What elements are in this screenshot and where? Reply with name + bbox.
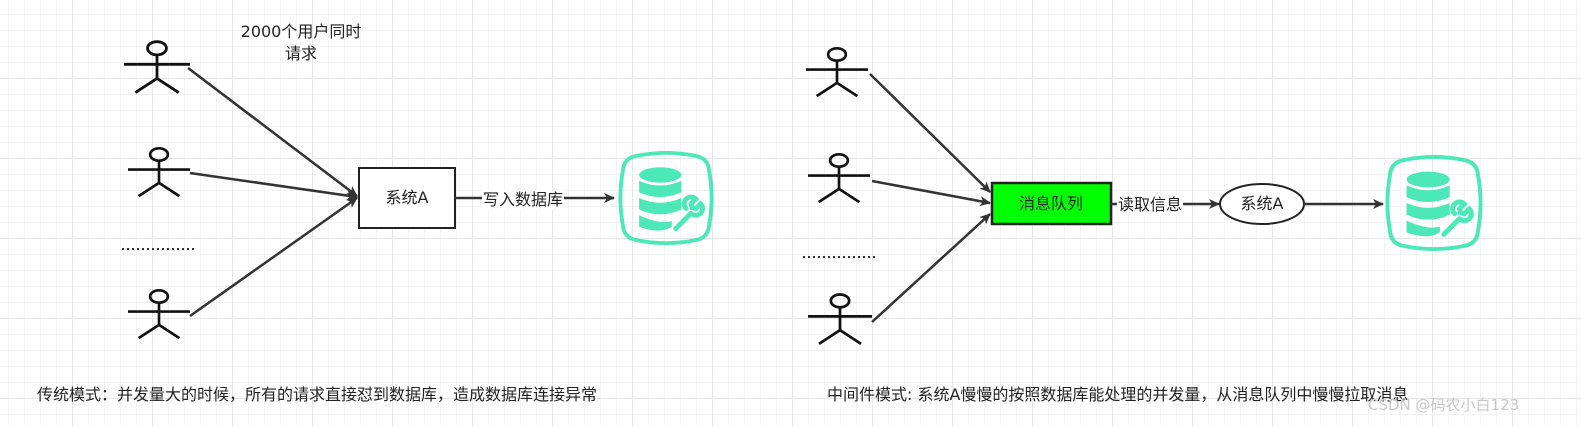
user-3-icon bbox=[128, 288, 190, 340]
read-info-label: 读取信息 bbox=[1116, 195, 1184, 215]
arrow-user3-to-system bbox=[189, 196, 358, 318]
arrow-user6-to-queue bbox=[871, 213, 991, 323]
database-icon bbox=[620, 153, 711, 243]
user-5-icon bbox=[808, 152, 870, 204]
system-a-label: 系统A bbox=[385, 188, 429, 207]
write-db-label: 写入数据库 bbox=[481, 190, 565, 210]
message-queue-label: 消息队列 bbox=[1018, 194, 1084, 213]
request-note-line1: 2000个用户同时 bbox=[240, 22, 362, 41]
arrow-user1-to-system bbox=[187, 67, 358, 197]
arrow-user2-to-system bbox=[189, 171, 358, 201]
request-note-line2: 请求 bbox=[284, 44, 318, 63]
message-queue-box bbox=[990, 181, 1113, 226]
user-1-icon bbox=[124, 40, 190, 95]
user-6-icon bbox=[808, 293, 872, 346]
caption-traditional: 传统模式：并发量大的时候，所有的请求直接怼到数据库，造成数据库连接异常 bbox=[37, 385, 598, 404]
user-2-icon bbox=[128, 146, 190, 198]
watermark: CSDN @码农小白123 bbox=[1368, 396, 1520, 414]
caption-middleware: 中间件模式: 系统A慢慢的按照数据库能处理的并发量，从消息队列中慢慢拉取消息 bbox=[827, 385, 1409, 404]
database-icon-right bbox=[1387, 157, 1480, 249]
arrow-user4-to-queue bbox=[869, 73, 991, 193]
user-4-icon bbox=[806, 46, 868, 98]
arrow-user5-to-queue bbox=[871, 179, 991, 207]
system-a-ellipse-label: 系统A bbox=[1240, 194, 1284, 213]
